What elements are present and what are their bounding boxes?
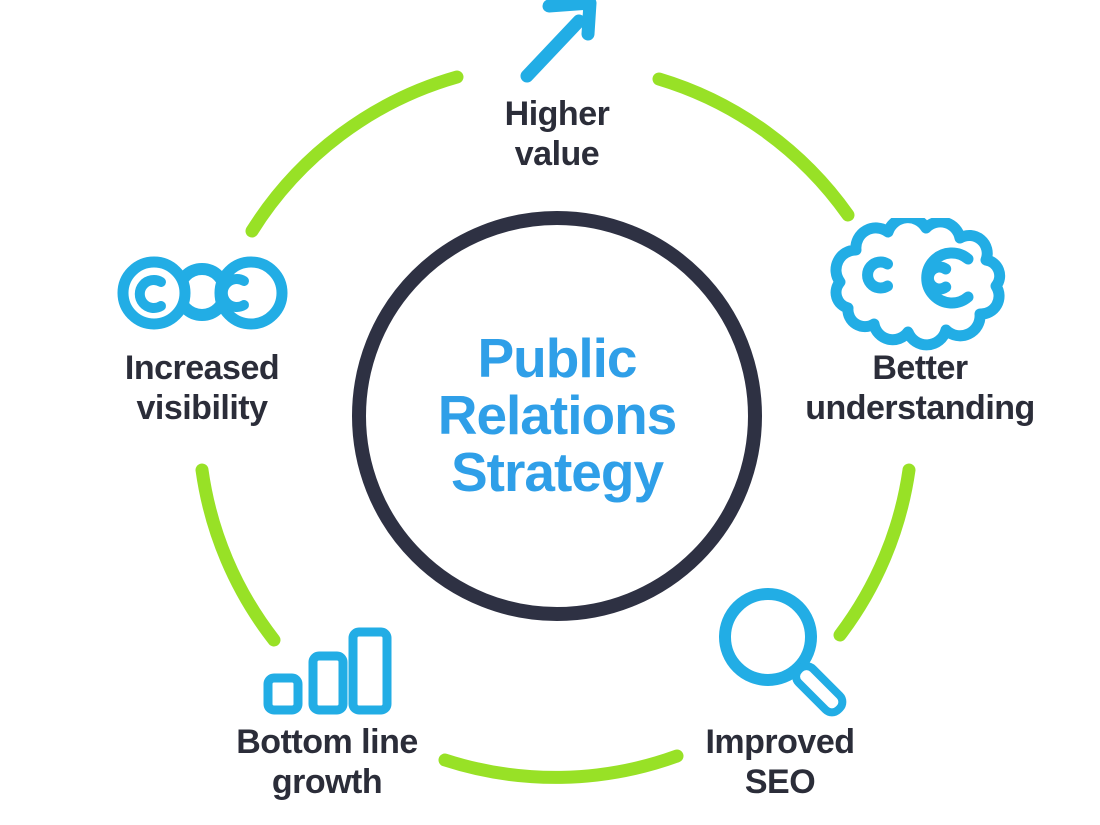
cycle-arc-bottom (438, 749, 684, 784)
magnifying-glass-icon (705, 580, 865, 725)
node-label-improved-seo: Improved SEO (705, 722, 855, 802)
cycle-arc-upper-right (652, 72, 855, 222)
brain-outline (830, 218, 1006, 351)
label-line: Improved (705, 723, 855, 761)
label-line: Better (872, 349, 968, 387)
binoculars-right-glint (217, 274, 249, 312)
node-label-higher-value: Higher value (505, 94, 610, 174)
label-line: Higher (504, 95, 610, 133)
bar-medium (308, 651, 348, 715)
center-circle (352, 211, 762, 621)
label-line: visibility (136, 389, 268, 427)
diagram-title: Public Relations Strategy (437, 327, 678, 503)
binoculars-icon-svg (117, 256, 288, 330)
brain-icon (828, 218, 1008, 358)
bar-chart-icon (255, 618, 400, 718)
binoculars-left-glint (134, 275, 166, 313)
arrow-up-right-icon-svg (520, 0, 597, 83)
magnifying-glass-icon-svg (719, 588, 847, 717)
label-line: Bottom line (236, 723, 418, 761)
node-label-bottom-line-growth: Bottom line growth (236, 722, 418, 802)
label-line: Increased (124, 349, 280, 387)
label-line: understanding (805, 389, 1035, 427)
arrow-up-right-icon (505, 0, 610, 91)
cycle-arc-right (833, 463, 916, 642)
binoculars-icon (108, 232, 300, 352)
binoculars-left-lens (117, 256, 191, 330)
bar-small (263, 673, 303, 715)
binoculars-right-lens (214, 256, 288, 330)
node-label-better-understanding: Better understanding (805, 348, 1035, 428)
magnifier-lens (719, 588, 817, 686)
node-label-increased-visibility: Increased visibility (124, 348, 280, 428)
bar-chart-icon-svg (263, 627, 392, 715)
bar-large (348, 627, 392, 715)
cycle-arcs (195, 70, 916, 784)
title-line-3: Strategy (450, 441, 664, 503)
brain-left-swirl (862, 256, 893, 294)
title-line-2: Relations (437, 384, 678, 446)
cycle-arc-left (195, 463, 281, 647)
magnifier-handle (792, 662, 847, 717)
label-line: value (514, 135, 600, 173)
cycle-arc-upper-left (245, 70, 464, 238)
label-line: growth (271, 763, 383, 801)
title-line-1: Public (477, 327, 637, 389)
brain-right-swirl-inner (922, 261, 952, 295)
label-line: SEO (744, 763, 816, 801)
brain-icon-svg (830, 218, 1006, 351)
arrow-head (542, 0, 597, 41)
arrow-shaft (520, 14, 586, 83)
